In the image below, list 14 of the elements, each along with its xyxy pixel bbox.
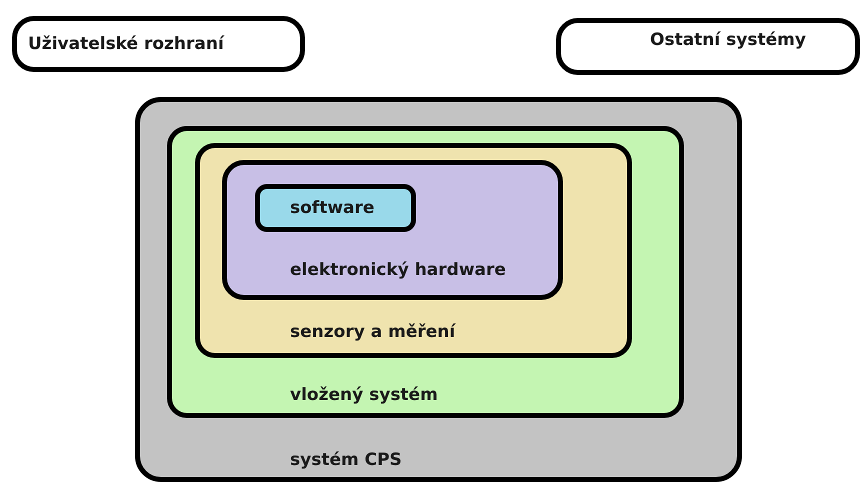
layer-label: Uživatelské rozhraní (28, 34, 224, 54)
systems-box (556, 18, 860, 75)
system-layer (135, 97, 742, 482)
hardware-layer (222, 160, 563, 300)
interface-box (12, 16, 305, 72)
layer-label: software (290, 198, 374, 218)
layer-label: Ostatní systémy (650, 30, 806, 50)
layer-label: senzory a měření (290, 322, 456, 342)
software-box (255, 184, 416, 232)
layer-label: elektronický hardware (290, 260, 506, 280)
embedded-layer (167, 126, 684, 418)
layer-label: systém CPS (290, 450, 402, 470)
layer-label: vložený systém (290, 385, 438, 405)
sensor-layer (195, 143, 632, 358)
